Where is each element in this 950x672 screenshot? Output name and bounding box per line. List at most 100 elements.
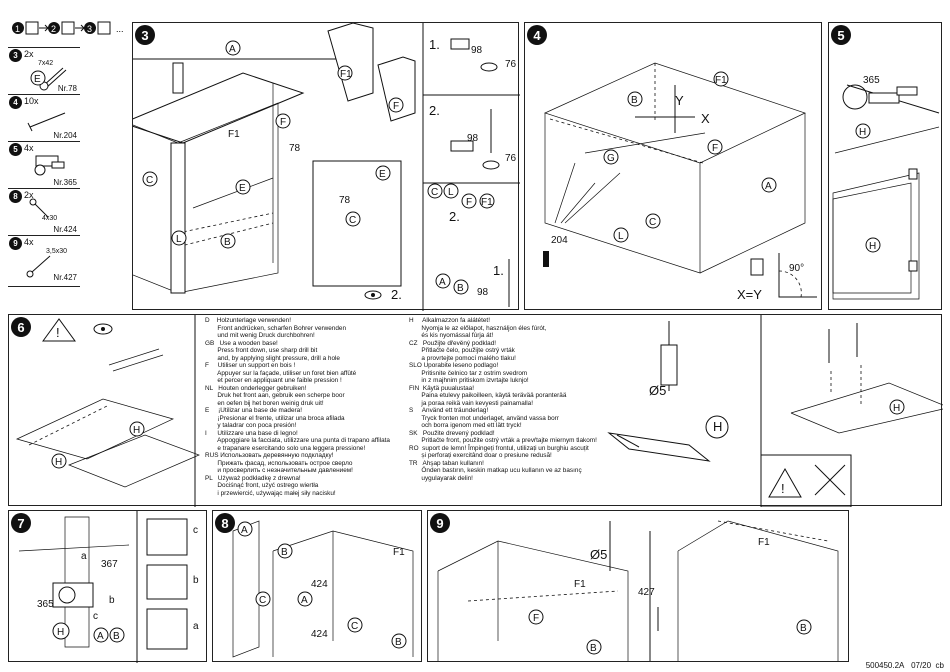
- footer-suffix: cb: [935, 661, 944, 670]
- seq-1: 1: [15, 24, 20, 34]
- instruction-line: ¡Presionar el frente, utilizar una broca…: [205, 414, 345, 422]
- seq-3: 3: [87, 24, 92, 34]
- svg-text:b: b: [109, 595, 115, 606]
- svg-text:H: H: [57, 627, 64, 638]
- step-number: 8: [215, 513, 235, 533]
- instruction-line: Paina etulevy paikoilleen, käytä terävää…: [409, 392, 567, 399]
- svg-text:365: 365: [863, 75, 880, 86]
- hardware-step-badge: 8: [9, 190, 22, 203]
- instruction-line: i przewiercić, używając małej siły nacis…: [205, 489, 336, 497]
- hardware-column: 3 2x 7x42 E Nr.78 4 10x Nr.204 5 4x Nr.3…: [8, 47, 81, 287]
- svg-text:Ø5: Ø5: [590, 547, 607, 562]
- svg-text:H: H: [859, 127, 866, 138]
- svg-text:!: !: [56, 325, 60, 340]
- hardware-item-78: 3 2x 7x42 E Nr.78: [8, 47, 80, 94]
- instruction-line: GB Use a wooden base!: [205, 339, 278, 347]
- svg-text:!: !: [781, 481, 785, 496]
- nail-icon: [27, 112, 66, 132]
- hardware-dim: 3,5x30: [46, 248, 68, 255]
- instruction-line: és kis nyomással fúrja át!: [409, 332, 494, 339]
- svg-text:F: F: [280, 117, 286, 128]
- instruction-line: Press front down, use sharp drill bit: [205, 347, 318, 354]
- step-6-panel: 6 ! H H Ø5 H H ! D Holzunterlage verwend…: [8, 314, 943, 507]
- svg-text:98: 98: [467, 133, 479, 144]
- screw-icon: [26, 255, 51, 278]
- instructions-right: H Alkalmazzon fa alátétet! Nyomja le az …: [409, 317, 613, 482]
- svg-text:X=Y: X=Y: [737, 287, 762, 302]
- svg-text:B: B: [457, 283, 464, 294]
- svg-text:G: G: [607, 153, 615, 164]
- svg-text:B: B: [590, 643, 597, 654]
- instruction-line: E ¡Utilizar una base de madera!: [205, 407, 302, 414]
- svg-text:2.: 2.: [449, 209, 460, 224]
- svg-text:F: F: [533, 613, 539, 624]
- step-8-panel: 8 A B C A C B F1 424 424: [212, 510, 422, 662]
- svg-text:98: 98: [471, 45, 483, 56]
- hardware-dim: 4x30: [42, 215, 58, 222]
- footer-code: 500450.2A: [865, 661, 905, 670]
- instruction-line: Nyomja le az előlapot, használjon éles f…: [409, 324, 547, 332]
- svg-text:L: L: [618, 231, 624, 242]
- instruction-line: RUS Использовать деревянную подкладку!: [205, 452, 334, 459]
- svg-text:Ø5: Ø5: [649, 383, 666, 398]
- svg-text:F1: F1: [393, 547, 405, 558]
- step-number: 4: [527, 25, 547, 45]
- instruction-line: TR Ahşap taban kullanın!: [409, 459, 484, 467]
- svg-text:A: A: [439, 277, 446, 288]
- hardware-item-365: 5 4x Nr.365: [8, 141, 80, 188]
- sequence-arrows: 1 2 3 ...: [12, 21, 124, 35]
- instruction-line: Přitlačte čelo, použijte ostrý vrták: [409, 347, 515, 354]
- svg-text:C: C: [351, 621, 358, 632]
- hardware-ref: Nr.424: [53, 225, 77, 234]
- instruction-line: uygulayarak delin!: [409, 474, 473, 482]
- svg-text:B: B: [800, 623, 807, 634]
- instruction-line: et percer en appliquant une faible press…: [205, 377, 342, 384]
- svg-text:1.: 1.: [493, 263, 504, 278]
- svg-text:F: F: [393, 101, 399, 112]
- step-4-drawing: Y X F1 B F G C A L 204 X=Y 90°: [543, 62, 817, 302]
- instruction-line: Appuyer sur la façade, utiliser un foret…: [205, 369, 357, 377]
- svg-text:X: X: [701, 111, 710, 126]
- step-number: 9: [430, 513, 450, 533]
- instruction-line: S Använd ett träunderlag!: [409, 407, 489, 414]
- svg-text:F: F: [712, 143, 718, 154]
- svg-text:B: B: [631, 95, 638, 106]
- hardware-qty: 2x: [24, 190, 34, 200]
- step-7-panel: 7 367 a b c 365 H A B c b a: [8, 510, 207, 663]
- instruction-line: Pritlačte front, použite ostrý vrták a p…: [409, 437, 597, 444]
- instruction-line: Önden bastırın, keskin matkap ucu kullan…: [409, 467, 582, 474]
- instruction-line: Pritisnite čelnico tar z ostrim svedrom: [409, 369, 528, 377]
- step-3-sub2: 2.: [391, 287, 402, 302]
- svg-text:B: B: [395, 637, 402, 648]
- svg-text:78: 78: [289, 143, 301, 154]
- step-9-drawing: Ø5 F1 F B 427 F1 B: [437, 520, 839, 661]
- instruction-line: a provrtejte pomocí malého tlaku!: [409, 354, 516, 362]
- instruction-line: CZ Použijte dřevěný podklad!: [409, 339, 497, 347]
- svg-text:F1: F1: [758, 537, 770, 548]
- instruction-line: RO suport de lemn! Împingeți frontul, ut…: [409, 444, 589, 452]
- hardware-step-badge: 4: [9, 96, 22, 109]
- instruction-line: and, by applying slight pressure, drill …: [205, 354, 340, 362]
- hardware-ref: Nr.427: [53, 273, 77, 282]
- svg-text:B: B: [224, 237, 231, 248]
- svg-text:A: A: [301, 595, 308, 606]
- instruction-line: und mit wenig Druck durchbohren!: [205, 332, 315, 339]
- svg-text:76: 76: [505, 59, 517, 70]
- svg-text:76: 76: [505, 153, 517, 164]
- step-9-panel: 9 Ø5 F1 F B 427 F1 B: [427, 510, 849, 662]
- hardware-item-424: 8 2x 4x30 Nr.424: [8, 188, 80, 235]
- svg-text:2.: 2.: [429, 103, 440, 118]
- svg-text:b: b: [193, 575, 199, 586]
- instruction-line: e trapanare esercitando solo una leggera…: [205, 444, 366, 452]
- seq-ellipsis: ...: [116, 24, 124, 34]
- hardware-item-427: 9 4x 3,5x30 Nr.427: [8, 235, 80, 287]
- hardware-qty: 4x: [24, 143, 34, 153]
- svg-text:B: B: [113, 631, 120, 642]
- svg-text:c: c: [93, 611, 98, 622]
- svg-text:F1: F1: [481, 197, 493, 208]
- step-number: 7: [11, 513, 31, 533]
- svg-text:F1: F1: [715, 75, 727, 86]
- instruction-line: Dociśnąć front, użyć ostrego wiertła: [205, 482, 319, 489]
- hinge-icon: [34, 155, 65, 176]
- step-8-drawing: A B C A C B F1 424 424: [232, 520, 414, 658]
